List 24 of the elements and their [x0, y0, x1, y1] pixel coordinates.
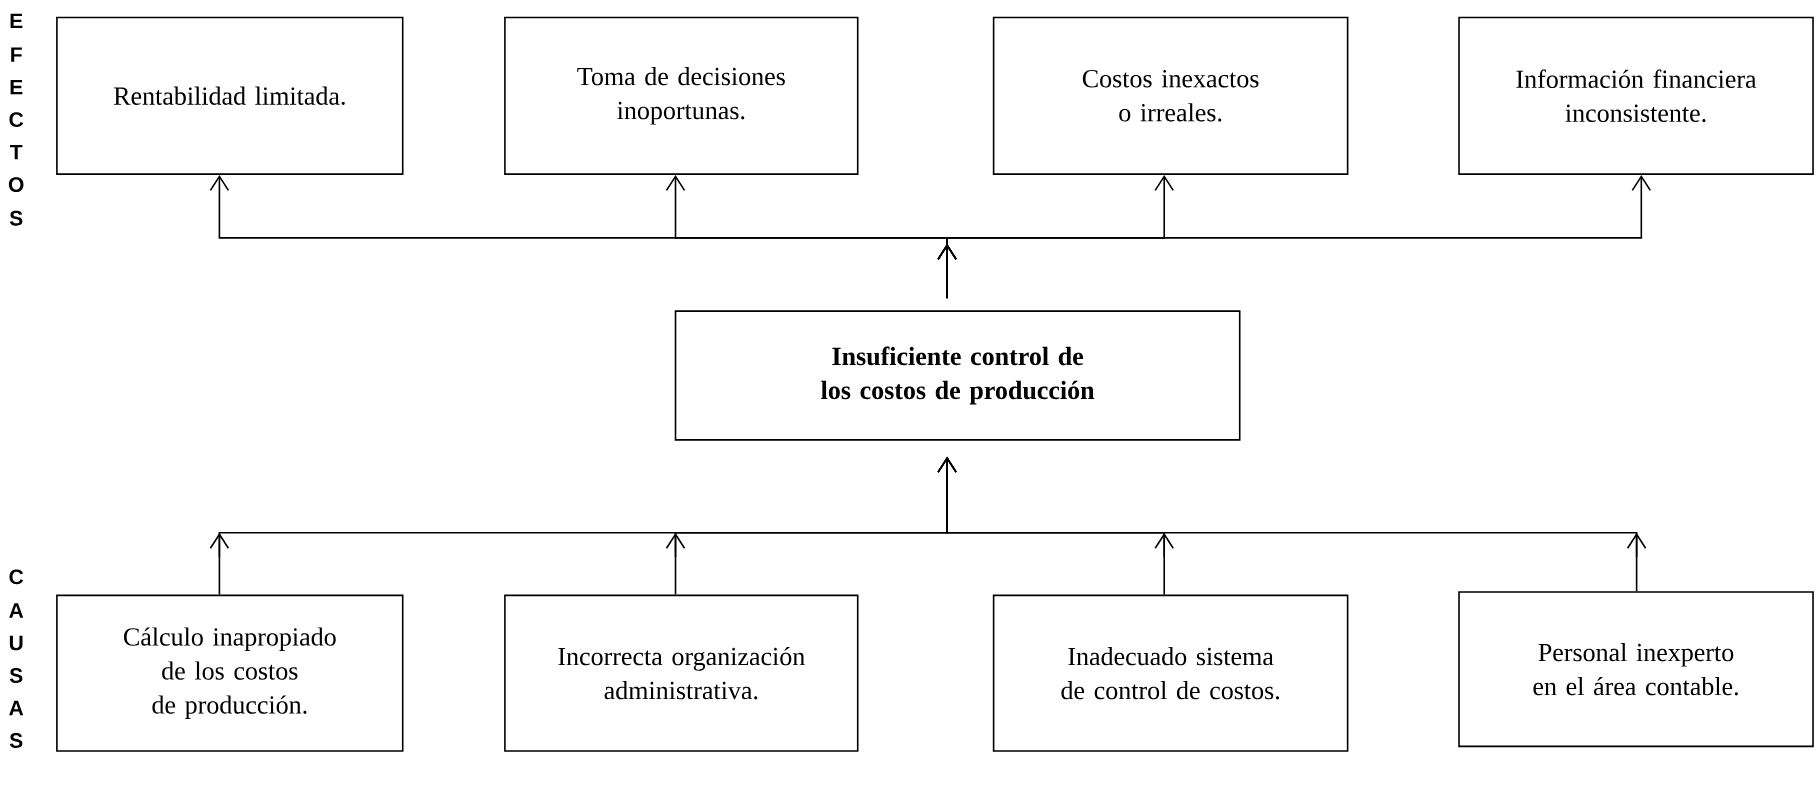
side-letter: S	[9, 733, 23, 748]
cause-box: Inadecuado sistema de control de costos.	[992, 594, 1349, 752]
side-letter: U	[9, 635, 23, 651]
side-letter: F	[11, 47, 22, 62]
side-letter: T	[10, 144, 23, 160]
side-letter: S	[9, 210, 23, 226]
side-letter: C	[9, 112, 24, 128]
side-letter: E	[10, 79, 23, 95]
effect-box: Información financiera inconsistente.	[1458, 16, 1814, 175]
arrow	[937, 456, 1647, 592]
effect-box: Costos inexactos o irreales.	[992, 16, 1349, 175]
side-letter: E	[10, 13, 23, 29]
effect-box: Rentabilidad limitada.	[56, 16, 404, 175]
side-letter: C	[9, 569, 24, 585]
side-letter: S	[9, 668, 23, 683]
cause-box: Cálculo inapropiado de los costos de producción.	[56, 594, 404, 752]
side-letter: A	[9, 700, 24, 716]
side-letter: A	[9, 603, 24, 618]
cause-box: Personal inexperto en el área contable.	[1458, 591, 1814, 748]
effect-box: Toma de decisiones inoportunas.	[504, 16, 859, 175]
side-letter: O	[8, 177, 24, 193]
arrow	[937, 174, 1652, 300]
cause-box: Incorrecta organización administrativa.	[504, 594, 859, 752]
problem-box: Insuficiente control de los costos de producción	[674, 310, 1241, 441]
